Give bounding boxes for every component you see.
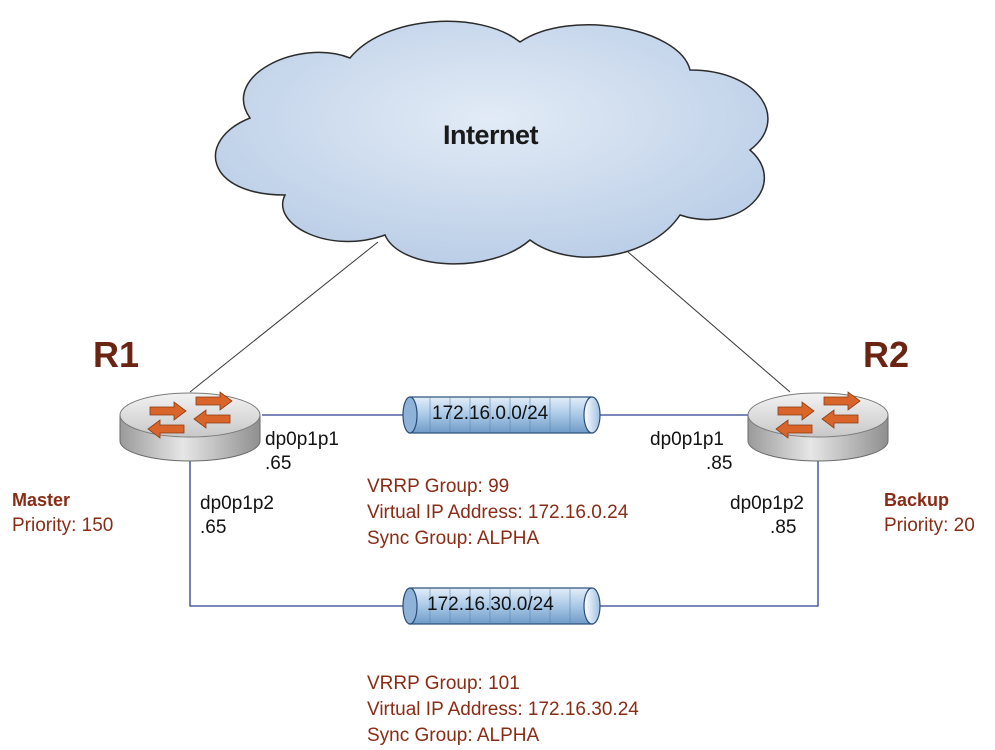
link-cloud-r2 bbox=[627, 251, 791, 393]
r1-iface2-addr: .65 bbox=[200, 517, 227, 538]
lower-sync-group: Sync Group: ALPHA bbox=[367, 725, 540, 746]
link-cloud-r1 bbox=[189, 241, 379, 393]
router-icon bbox=[747, 391, 889, 462]
r1-iface1-name: dp0p1p1 bbox=[265, 429, 339, 450]
network-segment-icon bbox=[402, 587, 601, 625]
cloud-icon bbox=[214, 20, 769, 265]
internet-links bbox=[189, 241, 791, 393]
lower-links bbox=[189, 460, 819, 607]
r1-priority: Priority: 150 bbox=[12, 515, 114, 536]
r1-iface1-addr: .65 bbox=[265, 453, 292, 474]
r2-iface1-addr: .85 bbox=[706, 453, 733, 474]
r2-priority: Priority: 20 bbox=[884, 515, 975, 536]
lower-vrrp-info: VRRP Group: 101 Virtual IP Address: 172.… bbox=[367, 671, 639, 749]
lower-vrrp-group: VRRP Group: 101 bbox=[367, 673, 520, 694]
upper-vrrp-info: VRRP Group: 99 Virtual IP Address: 172.1… bbox=[367, 474, 628, 552]
lower-subnet-label: 172.16.30.0/24 bbox=[427, 594, 554, 615]
upper-vrrp-group: VRRP Group: 99 bbox=[367, 476, 510, 497]
upper-virtual-ip: Virtual IP Address: 172.16.0.24 bbox=[367, 502, 629, 523]
upper-subnet-label: 172.16.0.0/24 bbox=[432, 403, 549, 424]
cloud-label: Internet bbox=[443, 120, 539, 150]
r1-role: Master bbox=[12, 490, 71, 510]
link-r2-lower bbox=[600, 460, 819, 607]
link-r1-lower bbox=[189, 460, 405, 607]
router-icon bbox=[119, 391, 261, 462]
router-r2-name: R2 bbox=[863, 334, 910, 375]
r2-iface1-name: dp0p1p1 bbox=[650, 429, 724, 450]
r1-iface2-name: dp0p1p2 bbox=[200, 493, 274, 514]
lower-virtual-ip: Virtual IP Address: 172.16.30.24 bbox=[367, 699, 639, 720]
r2-iface2-name: dp0p1p2 bbox=[730, 493, 804, 514]
r2-iface2-addr: .85 bbox=[770, 517, 797, 538]
router-r1-name: R1 bbox=[93, 334, 140, 375]
r2-role: Backup bbox=[884, 490, 950, 510]
network-segment-icon bbox=[402, 396, 601, 434]
upper-sync-group: Sync Group: ALPHA bbox=[367, 528, 540, 549]
